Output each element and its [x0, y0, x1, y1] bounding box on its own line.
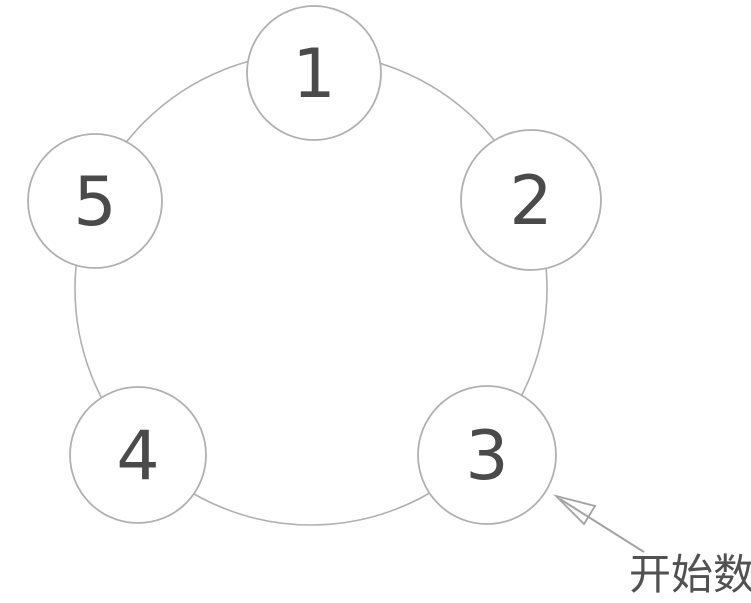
annotation-label: 开始数 — [629, 550, 751, 599]
node-label-2: 2 — [509, 162, 552, 241]
node-4: 4 — [69, 386, 207, 524]
start-annotation: 开始数 — [553, 494, 751, 599]
arrow-shaft — [559, 498, 645, 553]
node-2: 2 — [460, 129, 602, 271]
node-circle-2 — [460, 129, 602, 271]
node-3: 3 — [417, 385, 557, 525]
node-1: 1 — [246, 5, 382, 141]
node-circle-4 — [69, 386, 207, 524]
node-label-1: 1 — [292, 35, 335, 114]
node-circle-1 — [246, 5, 382, 141]
node-label-5: 5 — [73, 163, 116, 242]
node-label-3: 3 — [465, 417, 508, 496]
node-circle-5 — [27, 133, 163, 269]
nodes-layer: 1 2 3 4 5 — [27, 5, 602, 525]
node-5: 5 — [27, 133, 163, 269]
node-circle-3 — [417, 385, 557, 525]
node-label-4: 4 — [116, 417, 159, 496]
